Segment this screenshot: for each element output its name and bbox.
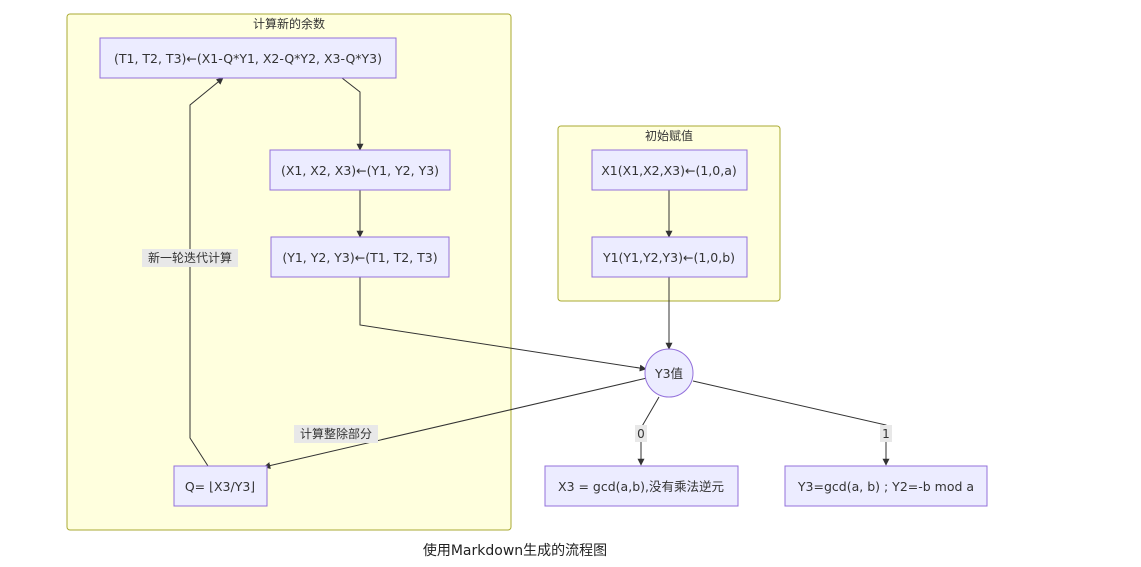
node-result-no-inverse: X3 = gcd(a,b),没有乘法逆元 (544, 465, 739, 507)
edge-decision-to-q (263, 377, 648, 469)
node-result-no-inverse-label: X3 = gcd(a,b),没有乘法逆元 (558, 479, 724, 494)
edge-t-to-x (341, 77, 364, 151)
node-x1-init: X1(X1,X2,X3)←(1,0,a) (591, 149, 748, 191)
node-t-assign-label: (T1, T2, T3)←(X1-Q*Y1, X2-Q*Y2, X3-Q*Y3) (114, 51, 382, 66)
cluster-compute-title: 计算新的余数 (253, 16, 325, 31)
figure-caption: 使用Markdown生成的流程图 (422, 543, 608, 559)
node-x-assign: (X1, X2, X3)←(Y1, Y2, Y3) (269, 149, 451, 191)
edge-label-compute-int-text: 计算整除部分 (300, 426, 372, 441)
node-y3-decision: Y3值 (644, 348, 694, 398)
node-y-assign-label: (Y1, Y2, Y3)←(T1, T2, T3) (282, 250, 437, 265)
node-t-assign: (T1, T2, T3)←(X1-Q*Y1, X2-Q*Y2, X3-Q*Y3) (99, 37, 397, 79)
edge-label-new-round-text: 新一轮迭代计算 (148, 250, 232, 265)
edge-label-zero-text: 0 (637, 427, 645, 441)
edge-decision-to-one (692, 380, 890, 466)
edge-label-one-text: 1 (882, 427, 890, 441)
edge-label-compute-int: 计算整除部分 (294, 425, 378, 443)
node-result-inverse-label: Y3=gcd(a, b) ; Y2=-b mod a (797, 479, 974, 494)
node-result-inverse: Y3=gcd(a, b) ; Y2=-b mod a (784, 465, 988, 507)
node-x-assign-label: (X1, X2, X3)←(Y1, Y2, Y3) (281, 163, 439, 178)
edges (189, 77, 890, 469)
edge-q-to-t (189, 77, 224, 467)
edge-y-to-decision (359, 277, 647, 372)
node-q-calc-label: Q= ⌊X3/Y3⌋ (185, 479, 255, 494)
node-y1-init-label: Y1(Y1,Y2,Y3)←(1,0,b) (602, 250, 735, 265)
edge-label-new-round: 新一轮迭代计算 (142, 249, 238, 267)
node-x1-init-label: X1(X1,X2,X3)←(1,0,a) (601, 163, 737, 178)
node-y3-decision-label: Y3值 (654, 366, 683, 381)
node-y-assign: (Y1, Y2, Y3)←(T1, T2, T3) (270, 236, 450, 278)
cluster-init-title: 初始赋值 (645, 128, 693, 143)
edge-label-zero: 0 (635, 425, 647, 442)
flowchart-diagram: 计算新的余数 初始赋值 (T1, T2, T3)←(X1-Q*Y1, X2-Q*… (66, 13, 988, 531)
node-y1-init: Y1(Y1,Y2,Y3)←(1,0,b) (591, 236, 748, 278)
edge-label-one: 1 (880, 425, 892, 442)
node-q-calc: Q= ⌊X3/Y3⌋ (173, 465, 268, 507)
